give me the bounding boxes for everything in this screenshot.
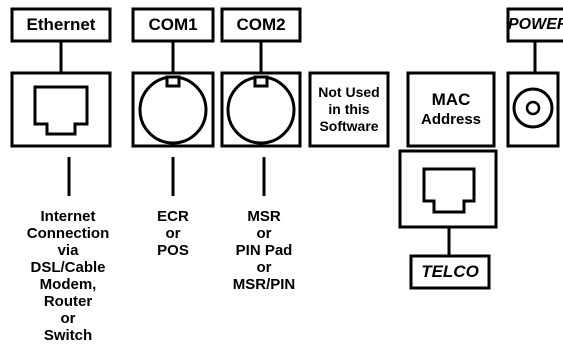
not-used-line-1: Not Used — [318, 84, 380, 100]
ethernet-connection-line: via — [57, 242, 79, 259]
power-jack-outer-icon — [512, 87, 554, 129]
ethernet-connection-line: Connection — [26, 225, 110, 242]
com2-connection-line: MSR/PIN — [232, 276, 296, 293]
not-used-line-2: in this — [328, 101, 370, 117]
telco-label: TELCO — [421, 262, 479, 281]
ethernet-connection-line: or — [60, 310, 76, 327]
com1-label: COM1 — [148, 15, 198, 34]
not-used-port — [308, 71, 390, 148]
com2-connection-line: MSR — [247, 208, 281, 225]
com1-connection-line: ECR — [157, 208, 189, 225]
power-label: POWER — [508, 16, 563, 33]
ethernet-connection-line: DSL/Cable — [30, 259, 106, 276]
com2-connection-line: or — [256, 259, 272, 276]
ethernet-connection-line: Internet — [40, 208, 96, 225]
mac-line-1: MAC — [431, 90, 471, 109]
ethernet-connection-line: Router — [43, 293, 93, 310]
ethernet-connection-text: Internet Connection via DSL/Cable Modem,… — [8, 208, 128, 344]
com2-connection-text: MSR or PIN Pad or MSR/PIN — [218, 208, 310, 293]
com2-label: COM2 — [236, 15, 286, 34]
com2-port — [220, 71, 302, 148]
not-used-text: Not Used in this Software — [310, 84, 388, 135]
ethernet-connection-line: Modem, — [39, 276, 97, 293]
com1-connection-text: ECR or POS — [133, 208, 213, 259]
telco-port — [398, 149, 498, 229]
com1-connection-line: POS — [157, 242, 189, 259]
telco-label-box — [409, 254, 491, 290]
com1-port — [131, 71, 215, 148]
power-header-box — [506, 7, 563, 43]
power-jack-inner-icon — [525, 100, 541, 116]
mac-address-box — [406, 71, 496, 148]
ethernet-port — [10, 71, 112, 148]
ethernet-label: Ethernet — [26, 15, 96, 34]
com1-connection-line: or — [165, 225, 181, 242]
com2-connection-line: or — [256, 225, 272, 242]
mac-line-2: Address — [420, 111, 482, 128]
mac-address-text: MAC Address — [408, 90, 494, 130]
not-used-line-3: Software — [319, 118, 379, 134]
ethernet-connection-line: Switch — [43, 327, 93, 344]
ethernet-jack-icon — [33, 85, 89, 136]
power-port — [506, 71, 560, 148]
com2-connection-line: PIN Pad — [235, 242, 293, 259]
telco-jack-icon — [422, 167, 476, 214]
